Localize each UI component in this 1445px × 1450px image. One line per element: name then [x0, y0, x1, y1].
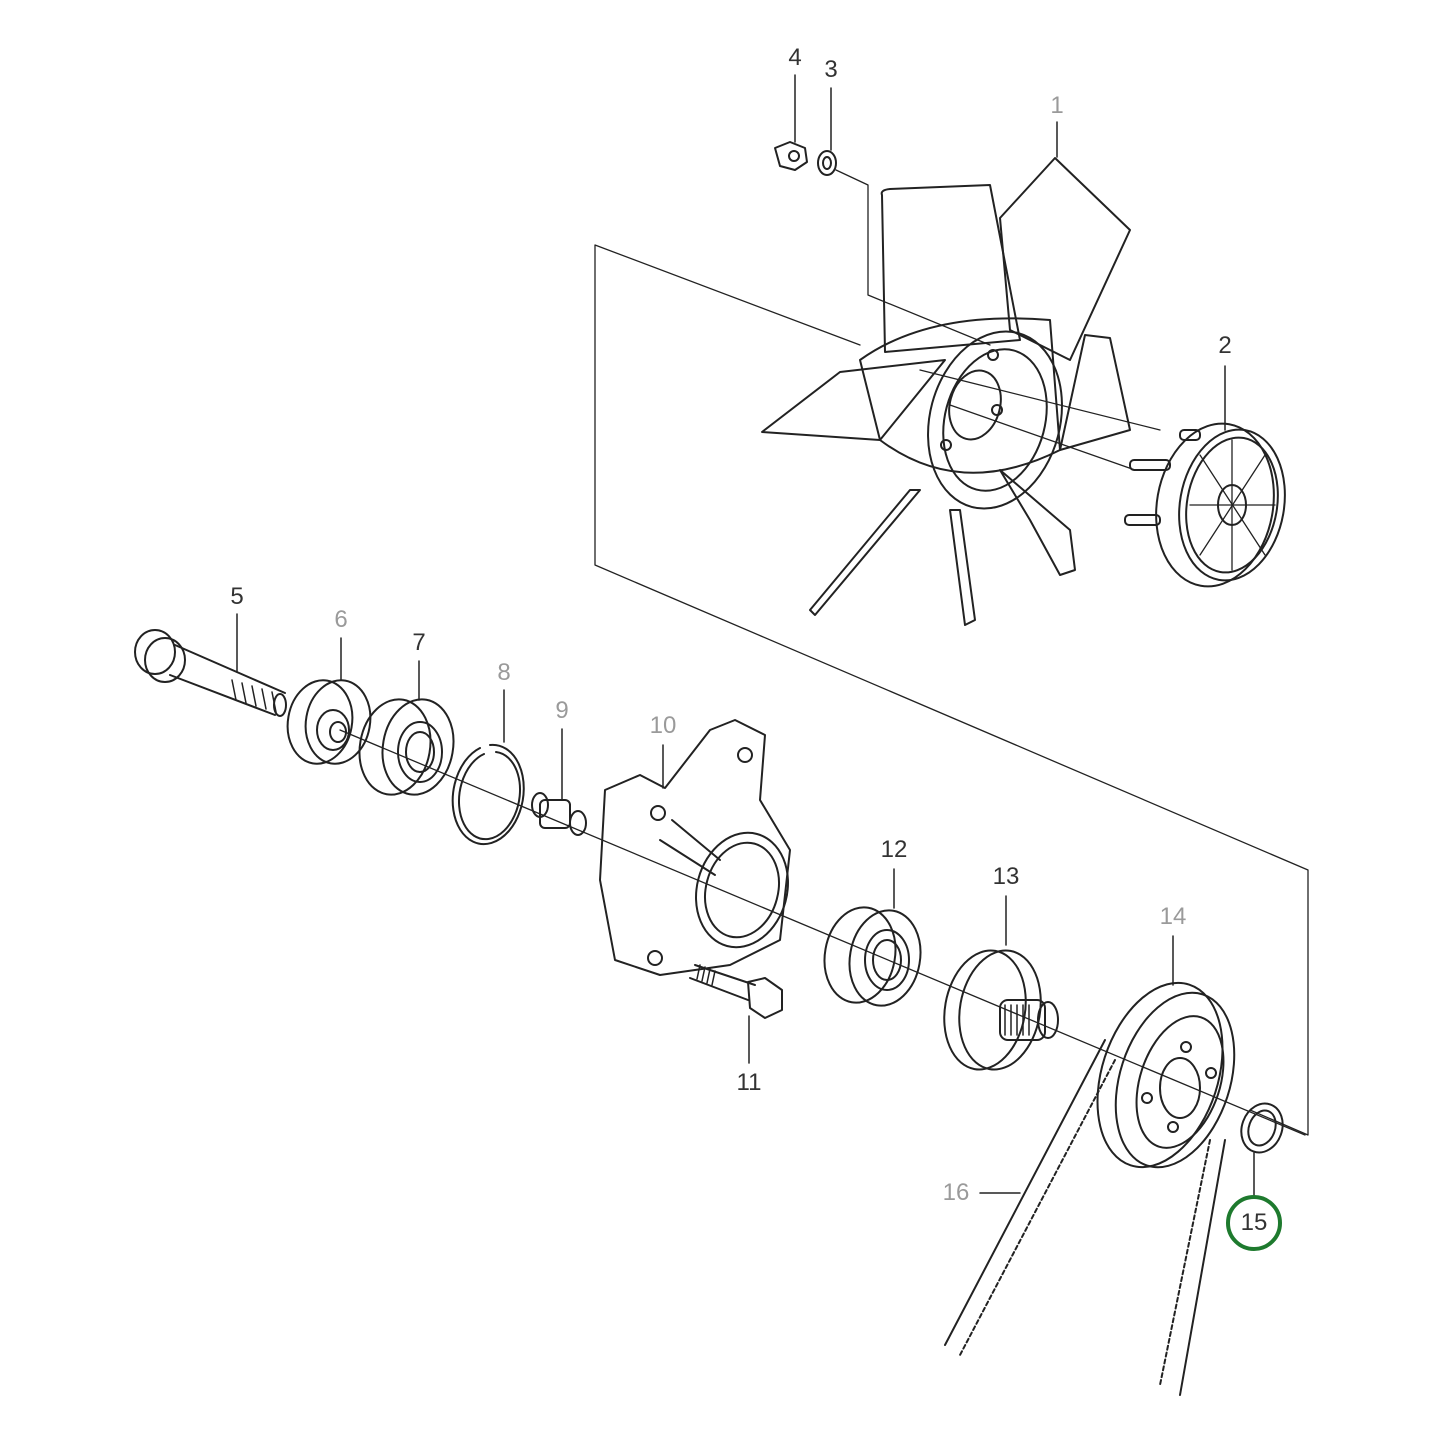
assembly-frame-lines — [594, 244, 1309, 1136]
part-label-16[interactable]: 16 — [942, 1179, 970, 1206]
nut-part-4 — [774, 141, 808, 171]
part-label-14[interactable]: 14 — [1159, 903, 1187, 930]
part-label-15[interactable]: 15 — [1240, 1209, 1268, 1236]
spacer-part-6 — [286, 679, 372, 765]
part-label-10[interactable]: 10 — [649, 712, 677, 739]
v-belt-part-16 — [944, 1039, 1226, 1396]
pulley-part-14 — [1096, 981, 1236, 1169]
leader-lines — [236, 74, 1255, 1196]
leader-dash-3 — [835, 169, 991, 346]
hub-part-13 — [943, 949, 1059, 1071]
highlight-ring — [1226, 1195, 1282, 1251]
part-label-2[interactable]: 2 — [1218, 332, 1232, 359]
part-label-1[interactable]: 1 — [1050, 92, 1064, 119]
washer-part-3 — [817, 150, 837, 176]
fan-hub-part-2 — [1124, 422, 1286, 588]
sealing-ring-part-15 — [1240, 1102, 1284, 1154]
part-label-11[interactable]: 11 — [736, 1069, 762, 1096]
bolt-part-11 — [689, 964, 783, 1019]
part-label-12[interactable]: 12 — [880, 836, 908, 863]
circlip-part-8 — [451, 743, 525, 846]
part-label-7[interactable]: 7 — [412, 629, 426, 656]
part-label-4[interactable]: 4 — [788, 44, 802, 71]
housing-part-10 — [599, 719, 791, 976]
bolt-part-5 — [134, 629, 287, 717]
center-axis-line — [339, 729, 1306, 1136]
part-label-6[interactable]: 6 — [334, 606, 348, 633]
part-label-5[interactable]: 5 — [230, 583, 244, 610]
part-label-8[interactable]: 8 — [497, 659, 511, 686]
part-label-13[interactable]: 13 — [992, 863, 1020, 890]
fan-part-1 — [761, 157, 1131, 626]
part-label-3[interactable]: 3 — [824, 56, 838, 83]
part-label-9[interactable]: 9 — [555, 697, 569, 724]
bearing-part-7 — [358, 698, 455, 796]
bearing-part-12 — [823, 906, 922, 1007]
